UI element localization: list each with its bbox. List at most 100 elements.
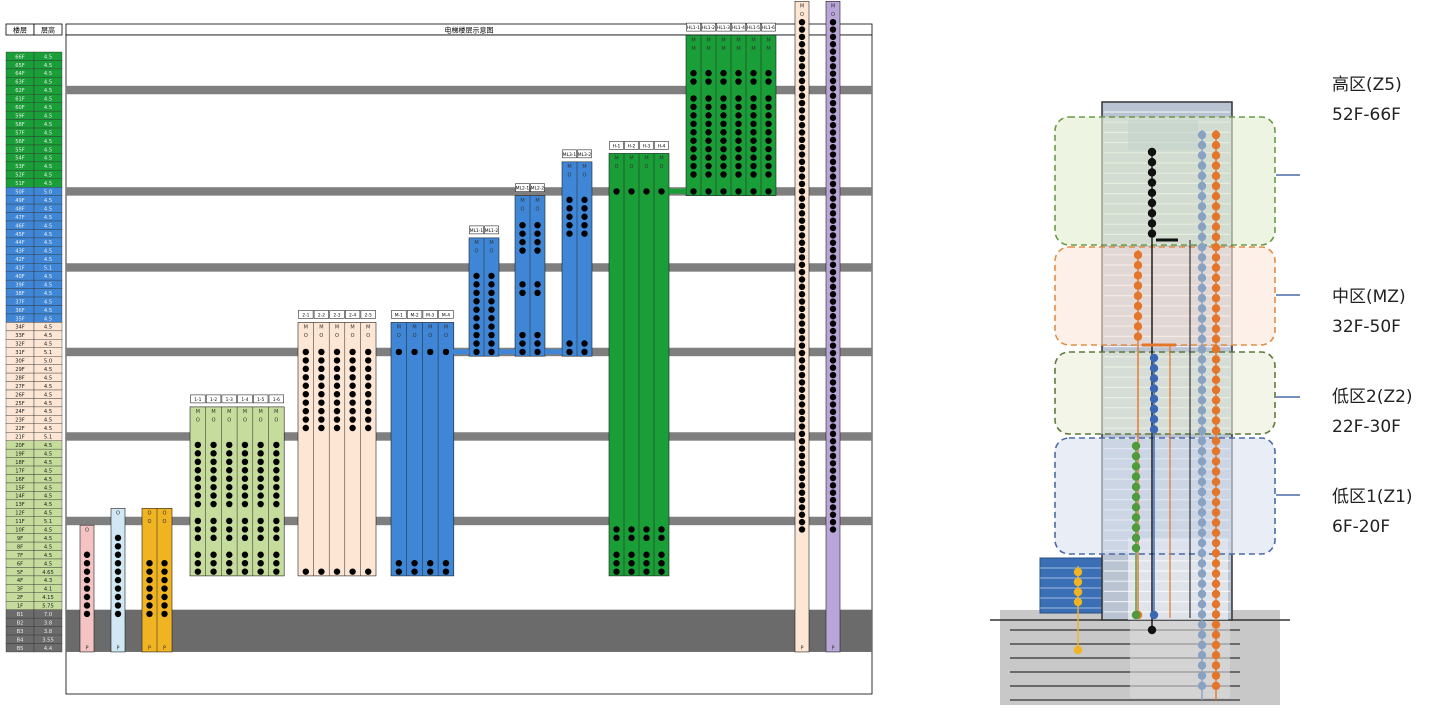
service-shaft-stop xyxy=(1211,681,1221,690)
staff-shaft-stop xyxy=(1197,508,1207,517)
stop-dot xyxy=(365,416,372,423)
car-label-box xyxy=(221,394,237,404)
floor-label: 61F xyxy=(15,97,25,103)
floor-label: 45F xyxy=(15,232,25,238)
mid-zone-shaft-stop xyxy=(1133,301,1143,311)
stop-dot xyxy=(628,188,635,195)
stop-dot xyxy=(798,349,806,357)
podium-floor-lines xyxy=(1040,567,1104,609)
stop-dot xyxy=(829,423,837,430)
floor-label: 48F xyxy=(15,206,25,212)
stop-dot xyxy=(829,107,837,114)
car-label-box xyxy=(484,225,499,235)
floor-height: 4.5 xyxy=(44,249,52,255)
service-shaft-stop xyxy=(1211,426,1221,435)
zone-range: 6F-20F xyxy=(1332,517,1391,537)
zone-box-z1 xyxy=(1054,437,1276,555)
stop-dot xyxy=(333,374,341,381)
stop-dot xyxy=(829,151,837,158)
high-zone-shaft-stop xyxy=(1147,229,1157,238)
stop-dot xyxy=(318,391,325,398)
stop-dot xyxy=(829,114,837,121)
stop-dot xyxy=(519,230,526,237)
floor-height: 4.5 xyxy=(44,63,52,69)
car-code: O xyxy=(116,511,120,517)
floor-height: 4.65 xyxy=(42,570,54,576)
stop-dot xyxy=(194,441,202,449)
stop-dot xyxy=(829,371,837,379)
car-label: ML1-1 xyxy=(470,228,484,234)
car-label-box xyxy=(515,183,530,192)
stop-dot xyxy=(829,210,837,217)
car-label-box xyxy=(360,310,376,319)
staff-shaft-stop xyxy=(1197,345,1207,354)
car-label: 2-5 xyxy=(365,312,372,318)
stop-dot xyxy=(798,401,806,408)
stop-dot xyxy=(488,323,495,330)
stop-dot xyxy=(273,450,280,457)
floor-height: 7.0 xyxy=(44,612,52,618)
stop-dot xyxy=(302,407,309,415)
mid-zone-shaft-stop xyxy=(1133,281,1143,290)
car-label-box xyxy=(701,22,716,32)
stop-dot xyxy=(720,112,727,119)
car-label-box xyxy=(562,149,577,159)
service-shaft-stop xyxy=(1211,600,1221,609)
stop-dot xyxy=(735,95,742,102)
stop-dot xyxy=(829,357,837,364)
stop-dot xyxy=(333,348,341,356)
stop-dot xyxy=(519,222,526,229)
stop-dot xyxy=(333,365,341,373)
stop-dot xyxy=(829,19,837,26)
stop-dot xyxy=(534,222,541,229)
stop-dot xyxy=(241,500,249,508)
stop-dot xyxy=(720,154,727,161)
stop-dot xyxy=(333,357,341,364)
floor-label: 9F xyxy=(17,536,23,542)
stop-dot xyxy=(798,386,806,393)
stop-dot xyxy=(735,69,742,77)
car-code: M xyxy=(766,46,770,52)
service-shaft-stop xyxy=(1211,487,1221,497)
car-label-box xyxy=(686,22,701,32)
stop-dot xyxy=(194,517,202,525)
stop-dot xyxy=(798,92,806,99)
floor-height: 4.5 xyxy=(44,308,52,314)
car-code: M xyxy=(274,409,278,415)
floor-height: 4.5 xyxy=(44,553,52,559)
low2-zone-shaft-stop xyxy=(1149,353,1159,363)
staff-shaft-stop xyxy=(1197,620,1207,629)
floor-height: 4.5 xyxy=(44,80,52,86)
service-shaft-stop xyxy=(1211,171,1221,180)
floor-height: 5.1 xyxy=(44,350,52,356)
stop-dot xyxy=(829,92,837,99)
stop-dot xyxy=(798,371,806,379)
stop-dot xyxy=(690,188,697,195)
stop-dot xyxy=(519,281,526,288)
stop-dot xyxy=(273,517,280,525)
floor-label: 55F xyxy=(15,147,25,153)
floor-height: 4.5 xyxy=(44,494,52,500)
stop-dot xyxy=(829,99,837,107)
floor-label: 1F xyxy=(17,604,23,610)
stop-dot xyxy=(194,500,202,508)
car-bottom-code: P xyxy=(148,645,151,651)
stop-dot xyxy=(658,188,665,195)
stop-dot xyxy=(750,103,757,111)
stop-dot xyxy=(333,568,341,575)
stop-dot xyxy=(257,492,264,499)
staff-shaft-stop xyxy=(1197,232,1207,242)
floor-height: 5.1 xyxy=(44,519,52,525)
zone-name: 低区1(Z1) xyxy=(1332,487,1413,507)
stop-dot xyxy=(226,568,233,575)
staff-shaft-stop xyxy=(1197,334,1207,344)
low1-zone-shaft-stop xyxy=(1131,482,1141,491)
stop-dot xyxy=(241,441,249,449)
stop-dot xyxy=(798,342,806,349)
car-label-box xyxy=(438,310,454,319)
stop-dot xyxy=(241,551,249,558)
service-shaft-stop xyxy=(1211,457,1221,466)
floor-label: B1 xyxy=(17,612,24,618)
floor-label: 43F xyxy=(15,249,25,255)
